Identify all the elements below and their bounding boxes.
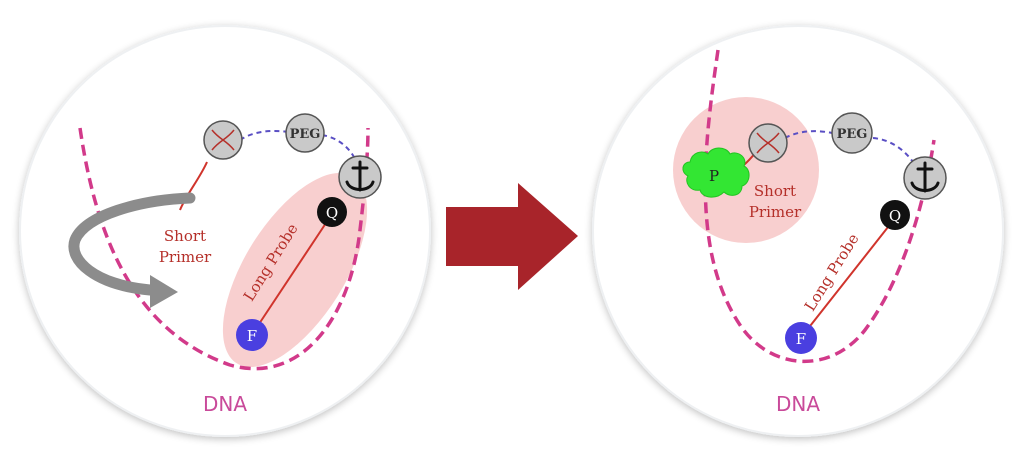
quencher-label: Q [326, 204, 338, 222]
polymerase-label: P [709, 167, 719, 185]
polymerase-node: P [682, 147, 750, 198]
peg-link [321, 134, 359, 166]
fluorophore-label: F [796, 330, 806, 348]
primer-label-line2: Primer [159, 248, 212, 266]
peg-link [239, 130, 289, 141]
dna-label: DNA [203, 392, 247, 416]
peg-link [872, 137, 919, 171]
fluorophore-label: F [247, 327, 257, 345]
polymerase-blob [682, 147, 750, 198]
quencher-label: Q [889, 207, 901, 225]
quencher-node: Q [317, 197, 347, 227]
fluorophore-node: F [236, 319, 268, 351]
curved-arrow [68, 192, 196, 296]
right-panel-circle [592, 25, 1004, 437]
transition-arrow [446, 183, 578, 290]
fluorophore-node: F [785, 322, 817, 354]
primer-label-line1: Short [754, 182, 796, 200]
probe-line [254, 219, 329, 331]
anchor-icon [345, 160, 375, 192]
peg-node: PEG [285, 113, 325, 153]
dna-label: DNA [776, 392, 820, 416]
peg-node: PEG [831, 112, 873, 154]
anchor-node [903, 156, 947, 200]
left-panel-circle [19, 25, 431, 437]
peg-label: PEG [837, 127, 868, 142]
primer-label-line2: Primer [749, 203, 802, 221]
left-panel: PEG Q F Short Primer Long Probe DNA [19, 25, 431, 437]
primer-node [203, 120, 243, 160]
primer-strand [179, 161, 208, 211]
helix-icon [756, 132, 780, 154]
curved-arrow-head [150, 275, 178, 308]
helix-icon [211, 129, 235, 151]
peg-label: PEG [290, 127, 321, 142]
quencher-node: Q [880, 200, 910, 230]
right-panel: P PEG Q F [592, 25, 1004, 437]
anchor-node [338, 155, 382, 199]
peg-link [784, 130, 833, 139]
primer-label-line1: Short [164, 227, 206, 245]
anchor-icon [910, 161, 940, 193]
primer-node [748, 123, 788, 163]
probe-line [802, 221, 893, 336]
